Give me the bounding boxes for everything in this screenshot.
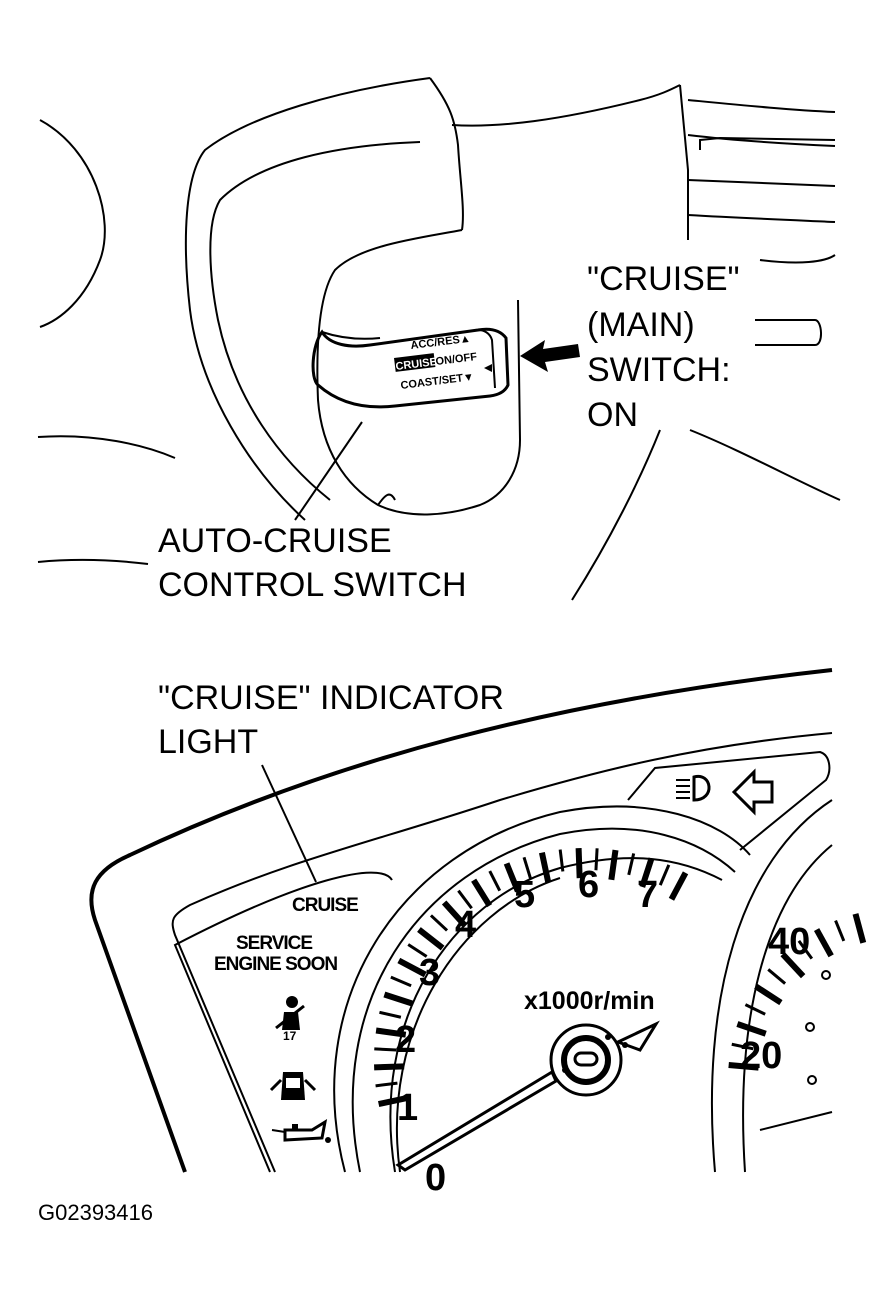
gauge-tick [378, 1094, 409, 1108]
tachometer [333, 805, 751, 1173]
tach-number-0: 0 [425, 1157, 446, 1199]
gauge-tick [575, 848, 583, 879]
lever-small-arrow-icon [484, 364, 492, 372]
tachometer-unit: x1000r/min [524, 987, 655, 1015]
tach-number-1: 1 [397, 1087, 418, 1129]
gauge-tick [429, 914, 449, 932]
gauge-tick [594, 848, 599, 871]
panel-service-text: SERVICE [236, 933, 312, 954]
speedometer-ticks [728, 913, 867, 1071]
tach-number-5: 5 [514, 874, 535, 916]
indicator-label-line2: LIGHT [158, 723, 258, 761]
gauge-tick [374, 1063, 405, 1071]
speedo-number-40: 40 [768, 921, 810, 963]
gauge-tick [744, 1003, 766, 1016]
gauge-tick [379, 1010, 402, 1019]
tachometer-ticks [374, 848, 689, 1108]
gauge-tick [731, 1042, 754, 1051]
gauge-tick [797, 939, 814, 960]
control-switch-label-line2: CONTROL SWITCH [158, 566, 467, 604]
door-ajar-icon [269, 1072, 317, 1100]
control-switch-label: AUTO-CRUISE CONTROL SWITCH [158, 522, 467, 604]
main-switch-label-line1: "CRUISE" [587, 260, 740, 298]
gauge-tick [374, 1047, 397, 1052]
svg-text:17: 17 [283, 1029, 297, 1043]
main-switch-label: "CRUISE" (MAIN) SWITCH: ON [587, 260, 740, 434]
speedometer [710, 799, 833, 1173]
cruise-control-lever: ACC/RES▲ CRUISE ON/OFF COAST/SET▼ [311, 327, 510, 409]
indicator-label-line1: "CRUISE" INDICATOR [158, 679, 504, 717]
gauge-tick [488, 870, 502, 892]
gauge-tick [503, 862, 521, 893]
gauge-tick [639, 857, 655, 888]
oil-can-icon [271, 1118, 331, 1143]
indicator-pod [627, 750, 831, 851]
gauge-tick [658, 864, 671, 886]
gauge-tick [627, 853, 636, 876]
gauge-tick [558, 849, 565, 872]
cluster-illustration: CRUISE SERVICE ENGINE SOON 17 [89, 668, 833, 1173]
tachometer-numbers: 0 1 2 3 4 5 6 7 [395, 864, 658, 1199]
warning-light-panel: CRUISE SERVICE ENGINE SOON 17 [173, 871, 393, 1173]
main-switch-label-line3: SWITCH: [587, 351, 731, 389]
gauge-tick [417, 927, 445, 951]
control-switch-label-line1: AUTO-CRUISE [158, 522, 392, 560]
figure-id: G02393416 [38, 1200, 153, 1225]
gauge-tick [668, 871, 689, 901]
tach-number-7: 7 [637, 874, 658, 916]
gauge-tick [407, 943, 428, 958]
tach-number-2: 2 [395, 1019, 416, 1061]
gauge-tick [813, 928, 834, 958]
gauge-tick [471, 878, 493, 908]
main-switch-arrow-icon [520, 340, 580, 372]
gauge-tick [390, 975, 412, 988]
indicator-leader-line [261, 764, 317, 883]
gauge-tick [375, 1081, 398, 1088]
gauge-tick [457, 889, 473, 910]
gauge-tick [852, 913, 867, 944]
gauge-tick [728, 1062, 759, 1071]
main-switch-label-line2: (MAIN) [587, 306, 695, 344]
headlight-icon [676, 774, 711, 802]
gauge-tick [383, 991, 414, 1007]
panel-engine-soon-text: ENGINE SOON [214, 954, 337, 975]
turn-signal-arrow-icon [731, 768, 774, 816]
panel-cruise-text: CRUISE [292, 895, 358, 916]
main-switch-label-line4: ON [587, 396, 638, 434]
lever-cruise-text: CRUISE [395, 356, 438, 373]
gauge-tick [375, 1027, 407, 1038]
indicator-label: "CRUISE" INDICATOR LIGHT [158, 679, 504, 761]
gauge-tick [736, 1021, 767, 1037]
lever-coast-set-text: COAST/SET▼ [400, 371, 475, 392]
gauge-tick [538, 852, 552, 883]
gauge-tick [834, 919, 846, 942]
control-switch-leader-line [294, 421, 363, 521]
gauge-tick [767, 968, 787, 985]
lever-on-off-text: ON/OFF [435, 351, 478, 368]
tachometer-needle [395, 1020, 660, 1172]
gauge-tick [397, 957, 427, 978]
speedo-number-20: 20 [740, 1035, 782, 1077]
gauge-tick [780, 952, 806, 979]
lever-cruise-highlight [393, 353, 436, 372]
gauge-tick [522, 856, 532, 879]
gauge-tick [608, 849, 619, 881]
gauge-tick [754, 983, 783, 1006]
gauge-tick [441, 900, 467, 927]
tach-number-3: 3 [419, 952, 440, 994]
tach-number-6: 6 [578, 864, 599, 906]
seatbelt-icon: 17 [275, 996, 305, 1043]
speedometer-numbers: 20 40 [740, 921, 810, 1077]
tach-number-4: 4 [455, 904, 476, 946]
lever-acc-res-text: ACC/RES▲ [410, 333, 471, 352]
